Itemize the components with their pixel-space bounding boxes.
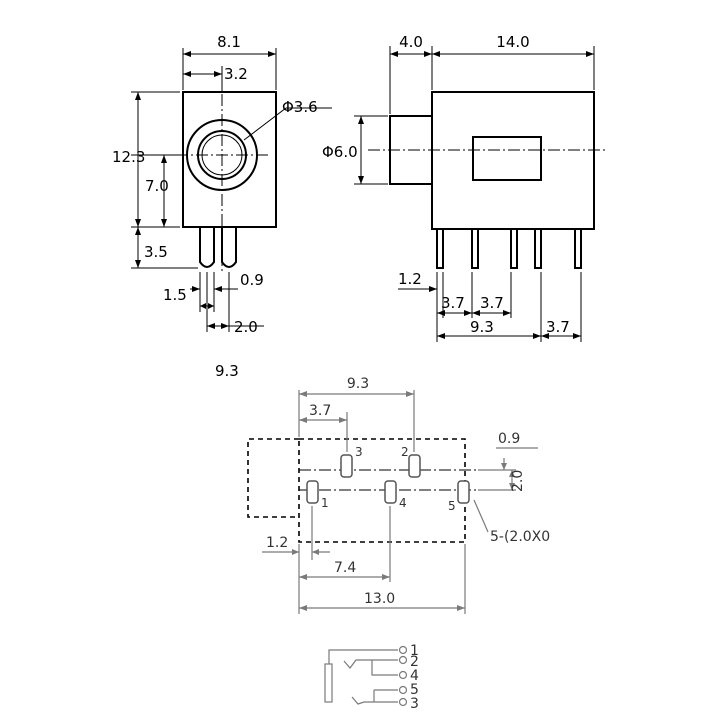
side-pin-1 bbox=[436, 229, 444, 269]
schematic-pin-4: 4 bbox=[410, 668, 419, 684]
pad-3 bbox=[340, 454, 353, 478]
pin-pitch-label: 1.5 bbox=[163, 286, 187, 304]
schematic-view: 1 2 4 5 3 bbox=[324, 643, 419, 712]
slot-height-label: 2.0 bbox=[510, 470, 526, 492]
front-height-label: 12.3 bbox=[112, 148, 145, 166]
pin-width-label: 0.9 bbox=[240, 271, 264, 289]
front-pin-right bbox=[221, 227, 237, 268]
pad-1-label: 1 bbox=[321, 496, 329, 510]
body-length-label: 14.0 bbox=[496, 33, 529, 51]
pcb-layout-view: 3 2 1 4 5 9.3 3.7 0.9 2.0 5-(2.0X0 bbox=[247, 376, 550, 614]
pitch-a-label: 3.7 bbox=[441, 294, 465, 312]
pad-4-label: 4 bbox=[399, 496, 407, 510]
edge-offset-label: 1.2 bbox=[266, 535, 288, 551]
front-offset-label: 3.2 bbox=[224, 65, 248, 83]
pad-2 bbox=[408, 454, 421, 478]
stray-dimension-label: 9.3 bbox=[215, 362, 239, 380]
nose-footprint bbox=[247, 438, 299, 518]
front-pin-left bbox=[199, 227, 215, 268]
jack-sleeve-symbol bbox=[324, 663, 333, 703]
side-pin-5 bbox=[574, 229, 582, 269]
side-pin-3 bbox=[510, 229, 518, 269]
schematic-pin-3: 3 bbox=[410, 696, 419, 712]
pad-5-label: 5 bbox=[448, 499, 456, 513]
pad-2-label: 2 bbox=[401, 445, 409, 459]
pad-5 bbox=[457, 480, 470, 504]
pin-span-label: 2.0 bbox=[234, 318, 258, 336]
front-width-label: 8.1 bbox=[217, 33, 241, 51]
nose-length-label: 4.0 bbox=[399, 33, 423, 51]
nose-diameter-label: Φ6.0 bbox=[322, 143, 358, 161]
pin-length-label: 3.5 bbox=[144, 243, 168, 261]
pad-3-label: 3 bbox=[355, 445, 363, 459]
side-window bbox=[472, 136, 542, 181]
side-pin-2 bbox=[471, 229, 479, 269]
span-label: 9.3 bbox=[470, 318, 494, 336]
side-view: 4.0 14.0 Φ6.0 1.2 3.7 3.7 9.3 3.7 bbox=[322, 33, 606, 342]
slot-note-label: 5-(2.0X0 bbox=[490, 529, 550, 545]
schematic-pin-2: 2 bbox=[410, 654, 419, 670]
wire-2 bbox=[343, 659, 398, 669]
pad-1 bbox=[306, 480, 319, 504]
hole-diameter-label: Φ3.6 bbox=[282, 98, 318, 116]
pcb-span-label: 9.3 bbox=[347, 376, 369, 392]
pitch-b-label: 3.7 bbox=[480, 294, 504, 312]
second-row-label: 7.4 bbox=[334, 560, 356, 576]
wire-4 bbox=[371, 660, 398, 676]
wire-1 bbox=[328, 649, 398, 664]
schematic-pin-1: 1 bbox=[410, 643, 419, 659]
side-pin-4 bbox=[534, 229, 542, 269]
side-pin-width-label: 1.2 bbox=[398, 270, 422, 288]
pad-4 bbox=[384, 480, 397, 504]
front-body-outline bbox=[182, 91, 277, 228]
schematic-pin-5: 5 bbox=[410, 682, 419, 698]
pitch-c-label: 3.7 bbox=[546, 318, 570, 336]
front-view: 8.1 3.2 Φ3.6 12.3 7.0 3.5 bbox=[112, 33, 332, 336]
side-body-outline bbox=[431, 91, 595, 230]
pcb-pitch-label: 3.7 bbox=[309, 403, 331, 419]
wire-3 bbox=[351, 690, 398, 705]
center-height-label: 7.0 bbox=[145, 177, 169, 195]
total-length-label: 13.0 bbox=[364, 591, 395, 607]
slot-width-label: 0.9 bbox=[498, 431, 520, 447]
